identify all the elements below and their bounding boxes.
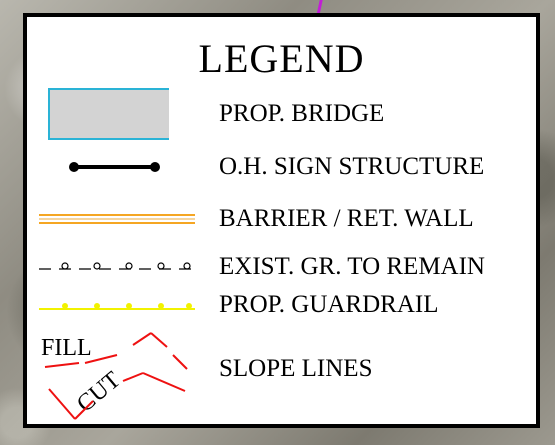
guardrail-symbol — [39, 303, 195, 310]
legend-label-exist-ground: EXIST. GR. TO REMAIN — [219, 253, 485, 280]
legend-item-exist-ground: EXIST. GR. TO REMAIN — [27, 247, 536, 287]
legend-label-prop-bridge: PROP. BRIDGE — [219, 100, 385, 127]
slope-lines-symbol: FILL CUT — [41, 332, 188, 420]
legend-item-guardrail: PROP. GUARDRAIL — [27, 285, 536, 325]
legend-title: LEGEND — [198, 36, 365, 81]
exist-ground-symbol — [39, 262, 195, 270]
legend-item-barrier: BARRIER / RET. WALL — [27, 199, 536, 239]
legend-panel: LEGEND PROP. BRIDGE O.H. SIGN STRUCTURE … — [23, 13, 540, 428]
legend-label-barrier: BARRIER / RET. WALL — [219, 205, 474, 232]
slope-fill-label: FILL — [41, 335, 92, 361]
legend-item-prop-bridge: PROP. BRIDGE — [27, 87, 536, 141]
legend-item-sign-structure: O.H. SIGN STRUCTURE — [27, 147, 536, 187]
legend-label-guardrail: PROP. GUARDRAIL — [219, 291, 439, 318]
legend-label-sign-structure: O.H. SIGN STRUCTURE — [219, 153, 485, 180]
slope-cut-label: CUT — [72, 367, 126, 418]
legend-label-slope-lines: SLOPE LINES — [219, 355, 373, 382]
bridge-symbol — [48, 88, 169, 140]
barrier-symbol — [39, 214, 195, 224]
sign-structure-symbol — [69, 162, 160, 172]
legend-item-slope-lines: FILL CUT SLOPE LINES — [27, 329, 536, 425]
